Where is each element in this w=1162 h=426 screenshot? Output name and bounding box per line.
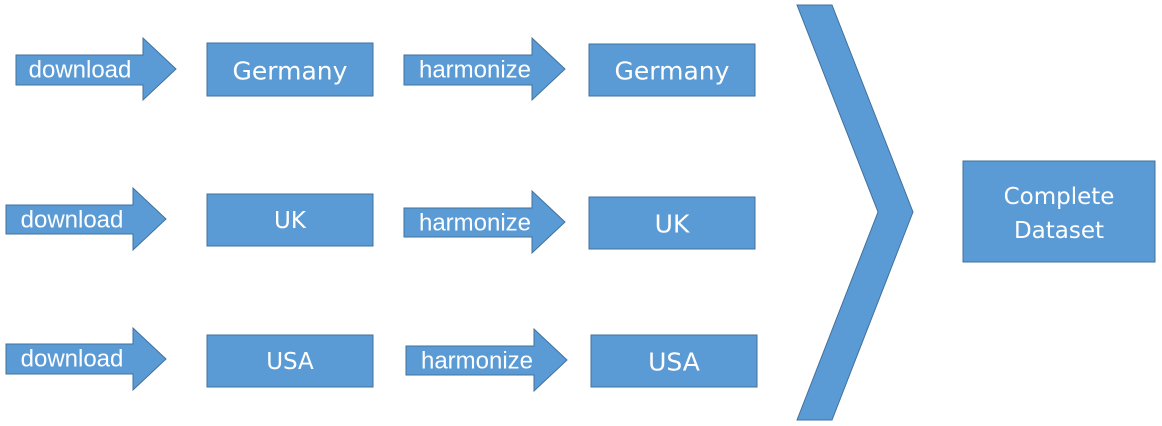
harmonize-label-germany: harmonize [419, 57, 531, 84]
complete-dataset-box [962, 160, 1156, 263]
download-arrow-usa [5, 326, 167, 392]
row-usa: download USA harmonize USA [5, 326, 758, 393]
download-arrow-germany [15, 36, 177, 102]
download-label-usa: download [21, 346, 124, 373]
complete-dataset: Complete Dataset [962, 160, 1156, 263]
harmonized-box-germany [588, 43, 756, 97]
raw-data-box-uk [206, 193, 374, 247]
row-uk: download UK harmonize UK [5, 186, 756, 255]
harmonize-arrow-uk [403, 189, 566, 255]
raw-data-label-usa: USA [266, 349, 314, 375]
harmonize-label-uk: harmonize [419, 210, 531, 237]
harmonize-arrow-usa [405, 327, 568, 393]
complete-dataset-label-line1: Complete [1004, 184, 1115, 210]
raw-data-label-uk: UK [274, 208, 307, 234]
harmonize-arrow-germany [403, 36, 566, 102]
harmonized-label-germany: Germany [615, 57, 730, 86]
download-label-uk: download [21, 207, 124, 234]
row-germany: download Germany harmonize Germany [15, 36, 756, 102]
download-label-germany: download [29, 57, 132, 84]
harmonized-box-uk [588, 196, 756, 250]
harmonized-label-usa: USA [648, 348, 700, 377]
harmonized-box-usa [590, 334, 758, 388]
complete-dataset-label-line2: Dataset [1014, 218, 1104, 244]
download-arrow-uk [5, 186, 167, 252]
raw-data-box-germany [206, 42, 374, 97]
raw-data-label-germany: Germany [233, 57, 348, 86]
harmonize-label-usa: harmonize [421, 348, 533, 375]
merge-chevron-shape [796, 4, 914, 421]
harmonized-label-uk: UK [655, 210, 690, 239]
raw-data-box-usa [206, 334, 374, 388]
